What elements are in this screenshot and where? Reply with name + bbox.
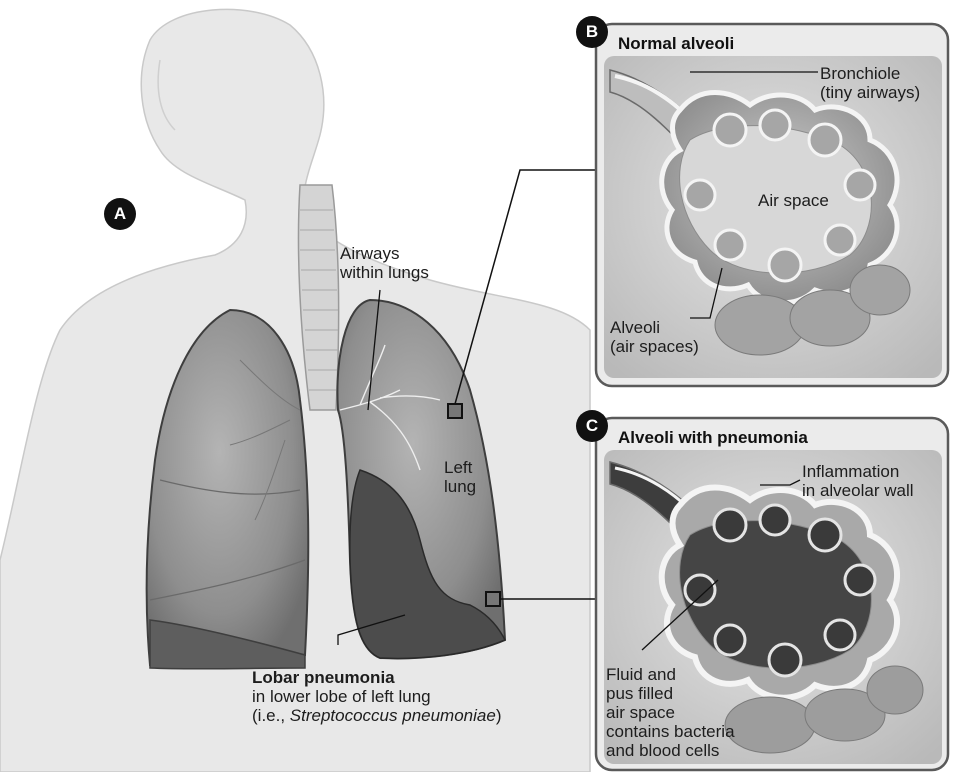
- lobar-line3-prefix: (i.e.,: [252, 706, 290, 725]
- air-space-label: Air space: [758, 191, 829, 210]
- alveoli-label-line1: Alveoli: [610, 318, 699, 337]
- panel-b-title: Normal alveoli: [618, 34, 734, 54]
- badge-c: C: [576, 410, 608, 442]
- lobar-pneumonia-title: Lobar pneumonia: [252, 668, 502, 687]
- airways-label: Airways within lungs: [340, 244, 429, 282]
- badge-a: A: [104, 198, 136, 230]
- lobar-line3-organism: Streptococcus pneumoniae: [290, 706, 496, 725]
- left-lung-label-line2: lung: [444, 477, 476, 496]
- airways-label-line2: within lungs: [340, 263, 429, 282]
- bronchiole-label-line1: Bronchiole: [820, 64, 920, 83]
- fluid-label-line5: and blood cells: [606, 741, 735, 760]
- left-lung-label: Left lung: [444, 458, 476, 496]
- lobar-line3-suffix: ): [496, 706, 502, 725]
- bronchiole-label-line2: (tiny airways): [820, 83, 920, 102]
- fluid-label-line1: Fluid and: [606, 665, 735, 684]
- lobar-pneumonia-line3: (i.e., Streptococcus pneumoniae): [252, 706, 502, 725]
- alveoli-label: Alveoli (air spaces): [610, 318, 699, 356]
- inflammation-label: Inflammation in alveolar wall: [802, 462, 914, 500]
- fluid-label: Fluid and pus filled air space contains …: [606, 665, 735, 760]
- airways-label-line1: Airways: [340, 244, 429, 263]
- marker-normal: [448, 404, 462, 418]
- badge-b: B: [576, 16, 608, 48]
- lobar-pneumonia-label: Lobar pneumonia in lower lobe of left lu…: [252, 668, 502, 725]
- panel-c-title: Alveoli with pneumonia: [618, 428, 808, 448]
- alveoli-label-line2: (air spaces): [610, 337, 699, 356]
- fluid-label-line4: contains bacteria: [606, 722, 735, 741]
- inflammation-label-line1: Inflammation: [802, 462, 914, 481]
- fluid-label-line3: air space: [606, 703, 735, 722]
- fluid-label-line2: pus filled: [606, 684, 735, 703]
- marker-pneumonia: [486, 592, 500, 606]
- left-lung-label-line1: Left: [444, 458, 476, 477]
- inflammation-label-line2: in alveolar wall: [802, 481, 914, 500]
- bronchiole-label: Bronchiole (tiny airways): [820, 64, 920, 102]
- lobar-pneumonia-line2: in lower lobe of left lung: [252, 687, 502, 706]
